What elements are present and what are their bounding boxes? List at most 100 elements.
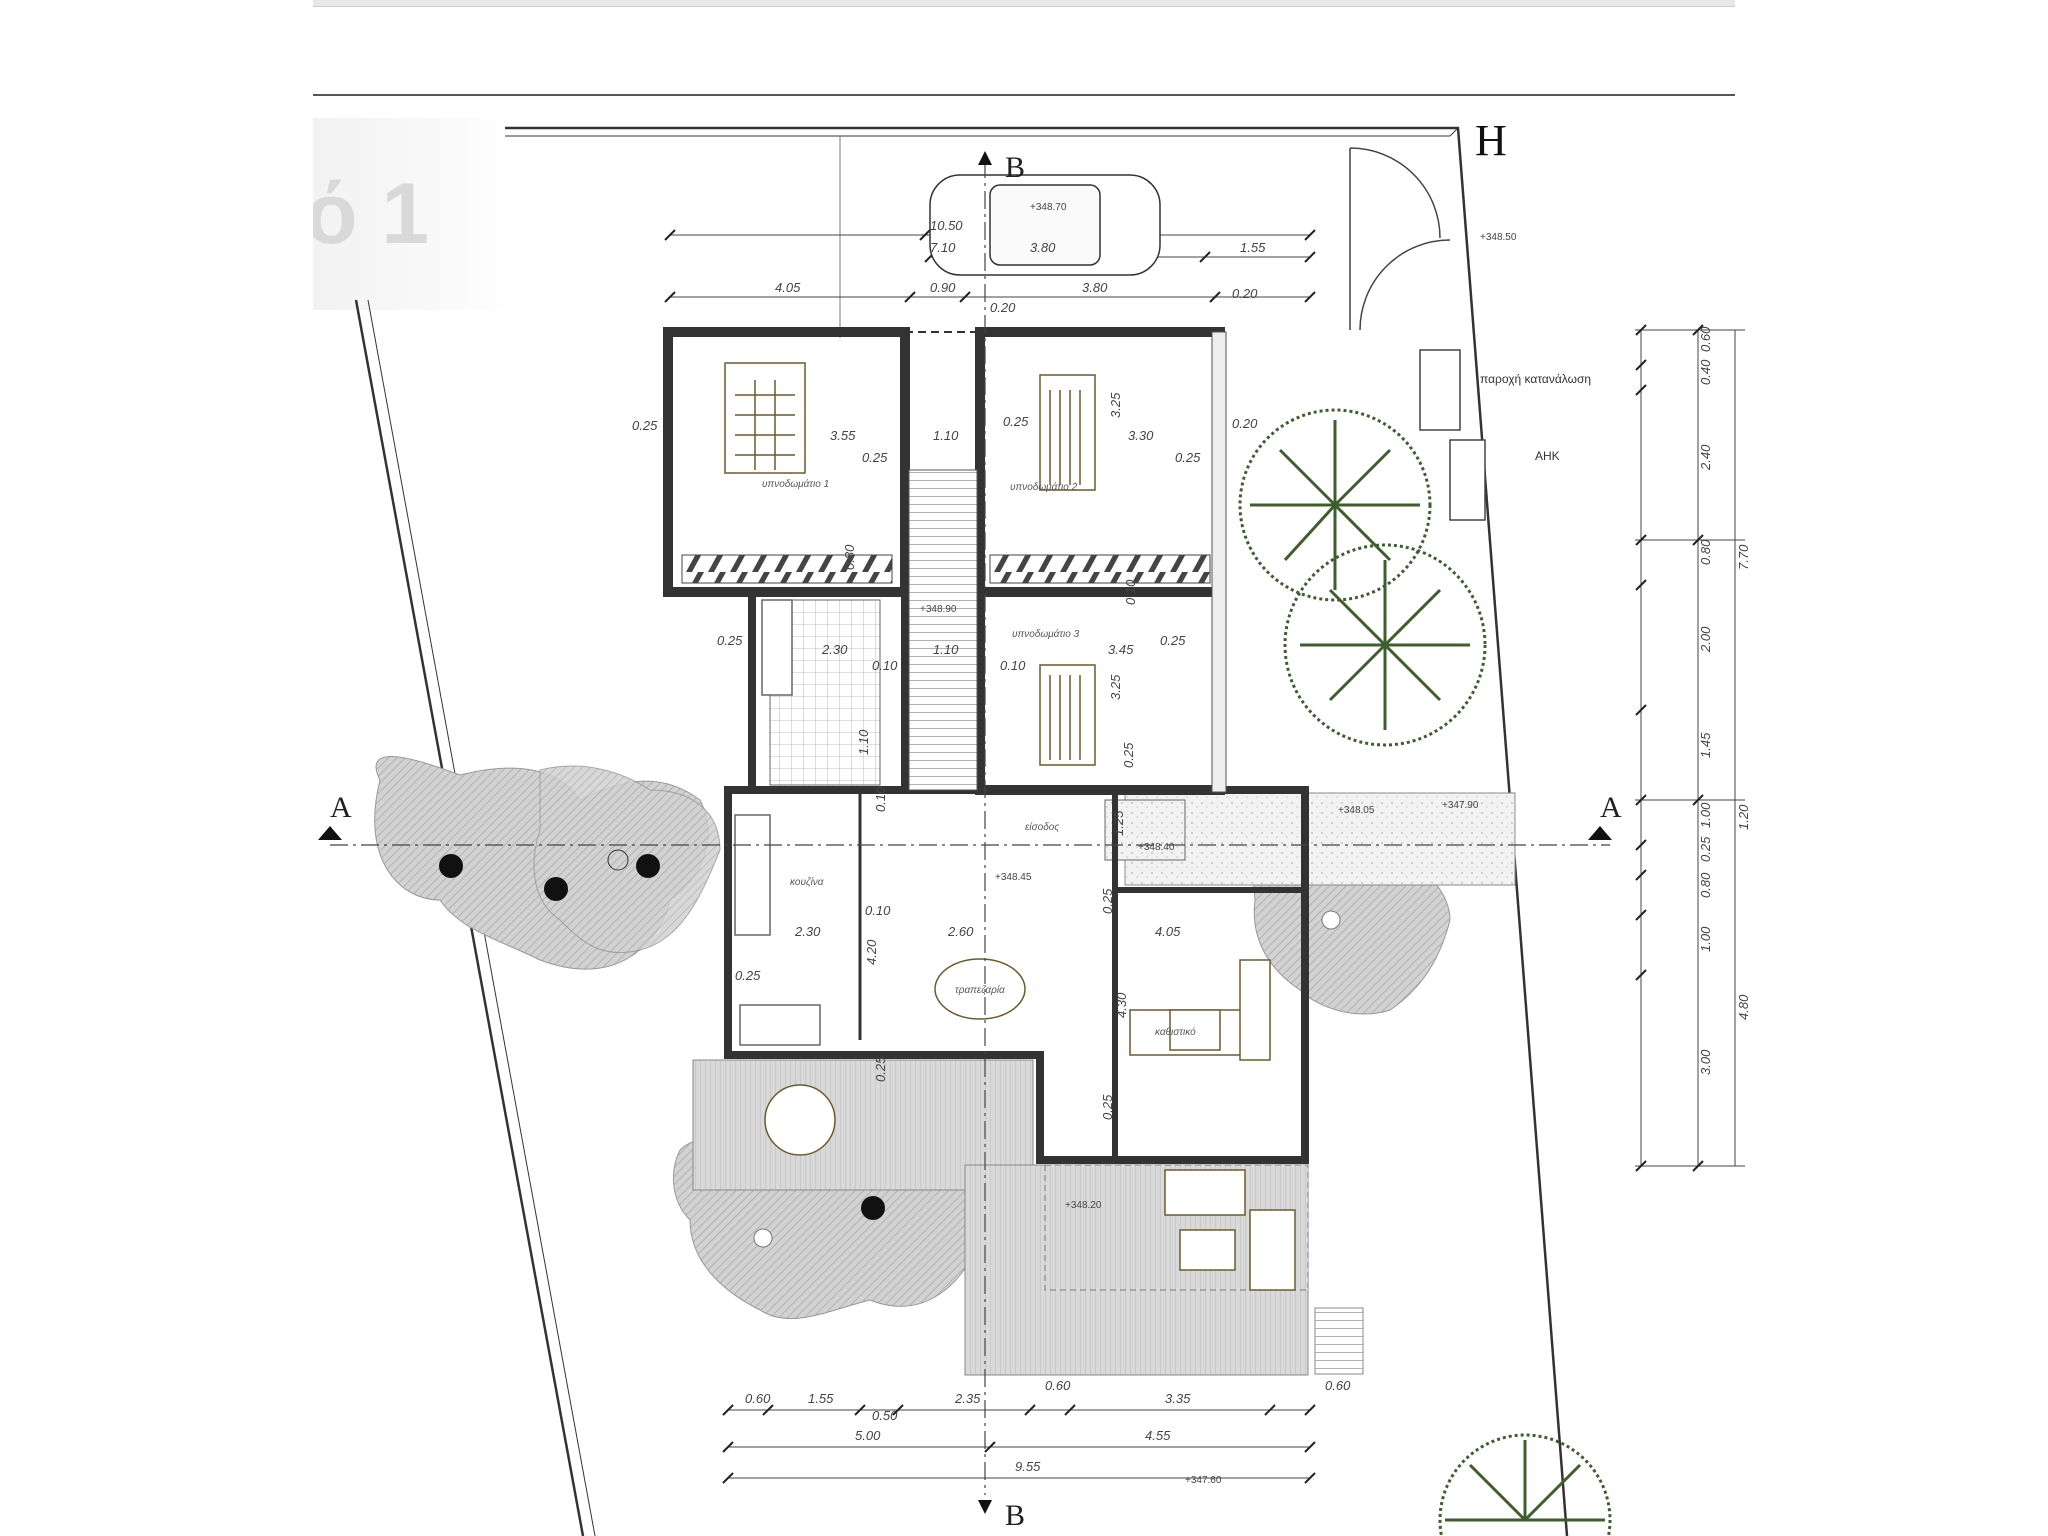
plot-letter: H <box>1475 116 1507 165</box>
dim-living-width: 4.05 <box>1155 924 1181 939</box>
dim-kitchen-int: 0.10 <box>865 903 891 918</box>
level-hall: +348.90 <box>920 604 957 615</box>
level-entry-step: +348.40 <box>1138 842 1175 853</box>
dim-kitchen-height: 4.20 <box>864 939 879 965</box>
dim-wall-g: 0.25 <box>873 1056 888 1082</box>
dim-right-9: 0.80 <box>1698 872 1713 898</box>
dim-dining-width: 2.60 <box>947 924 974 939</box>
dim-wall-b: 0.10 <box>1123 579 1138 605</box>
dim-row2-b: 0.90 <box>930 280 956 295</box>
dim-bottom-3: 0.50 <box>872 1408 898 1423</box>
dim-bottom-2: 1.55 <box>808 1391 834 1406</box>
dim-right-wall: 0.20 <box>1232 416 1258 431</box>
dim-bed2-wall2: 0.25 <box>1175 450 1201 465</box>
dim-bottom-c2: 4.55 <box>1145 1428 1171 1443</box>
dim-bed1-wall: 0.25 <box>632 418 658 433</box>
house-walls <box>663 327 1309 1164</box>
dim-bed1-width: 3.55 <box>830 428 856 443</box>
dim-right-total-1: 7.70 <box>1736 544 1751 570</box>
room-label-bedroom-1: υπνοδωμάτιο 1 <box>762 478 829 490</box>
room-label-living: καθιστικό <box>1155 1026 1196 1038</box>
utility-box-label: παροχή κατανάλωση <box>1480 372 1591 386</box>
dim-entry-height: 1.25 <box>1111 810 1126 836</box>
dim-right-6: 1.45 <box>1698 732 1713 758</box>
level-path-1: +348.05 <box>1338 805 1375 816</box>
section-lines <box>330 160 1610 1495</box>
dim-bath-int: 0.10 <box>872 658 898 673</box>
dim-right-1: 0.60 <box>1698 326 1713 352</box>
dim-wall-d: 0.10 <box>873 786 888 812</box>
car-parking <box>929 174 1161 276</box>
section-markers <box>318 151 1612 1514</box>
dim-corridor-2: 1.10 <box>933 642 959 657</box>
dim-living-height: 4.30 <box>1114 992 1129 1018</box>
dim-right-total-3: 4.80 <box>1736 994 1751 1020</box>
dim-bottom-c1: 5.00 <box>855 1428 881 1443</box>
dim-bed2-width: 3.30 <box>1128 428 1154 443</box>
dim-bed3-wall: 0.25 <box>1160 633 1186 648</box>
dim-bottom-4: 2.35 <box>954 1391 981 1406</box>
dim-kitchen-width: 2.30 <box>794 924 821 939</box>
dim-wall-f: 0.25 <box>735 968 761 983</box>
room-label-bedroom-2: υπνοδωμάτιο 2 <box>1010 481 1078 493</box>
entry-gates <box>1349 147 1486 521</box>
dim-bed3-height: 3.25 <box>1108 674 1123 700</box>
trees-green <box>1238 408 1612 1536</box>
dim-right-5: 2.00 <box>1698 626 1713 653</box>
dim-corridor-1: 1.10 <box>933 428 959 443</box>
dim-bottom-7: 0.60 <box>1325 1378 1351 1393</box>
level-gate: +348.50 <box>1480 232 1517 243</box>
dim-wall-e: 0.25 <box>1100 888 1115 914</box>
sheet-top-rule <box>313 94 1735 96</box>
level-terrace: +348.20 <box>1065 1200 1102 1211</box>
dim-bed2-wall: 0.25 <box>1003 414 1029 429</box>
viewer-top-bar <box>313 0 1735 7</box>
dim-right-3: 2.40 <box>1698 444 1713 471</box>
dim-bath-wall: 0.25 <box>717 633 743 648</box>
page-label-tab[interactable]: ό 1 <box>313 118 513 310</box>
dim-right-11: 3.00 <box>1698 1049 1713 1075</box>
dim-bed3-int: 0.10 <box>1000 658 1026 673</box>
dim-top-total: 10.50 <box>930 218 963 233</box>
dim-right-2: 0.40 <box>1698 359 1713 385</box>
dim-bottom-1: 0.60 <box>745 1391 771 1406</box>
dim-right-total-2: 1.20 <box>1736 804 1751 830</box>
dim-row2-a: 4.05 <box>775 280 801 295</box>
dim-bottom-total: 9.55 <box>1015 1459 1041 1474</box>
dim-wall-a: 0.80 <box>842 544 857 570</box>
dimension-ticks <box>664 229 1704 1484</box>
room-label-entrance: είσοδος <box>1025 821 1059 833</box>
dim-right-7: 1.00 <box>1698 802 1713 828</box>
room-label-dining: τραπεζαρία <box>955 984 1005 996</box>
dim-bed3-width: 3.45 <box>1108 642 1134 657</box>
dim-bottom-6: 3.35 <box>1165 1391 1191 1406</box>
electric-meter-label: ΑΗΚ <box>1535 449 1560 463</box>
level-car: +348.70 <box>1030 202 1067 213</box>
dim-row2-d: 3.80 <box>1082 280 1108 295</box>
level-path-2: +347.90 <box>1442 800 1479 811</box>
dim-bed1-wall2: 0.25 <box>862 450 888 465</box>
section-b-bottom-label: B <box>1005 1499 1025 1532</box>
dim-row2-c: 0.20 <box>990 300 1016 315</box>
section-a-right-label: A <box>1600 791 1622 824</box>
room-label-kitchen: κουζίνα <box>790 876 824 888</box>
dim-bottom-5: 0.60 <box>1045 1378 1071 1393</box>
dim-wall-h: 0.25 <box>1100 1094 1115 1120</box>
dim-right-8: 0.25 <box>1698 836 1713 862</box>
dim-right-10: 1.00 <box>1698 926 1713 952</box>
dim-bed2-height: 3.25 <box>1108 392 1123 418</box>
dim-bath-height: 1.10 <box>856 729 871 755</box>
dim-bath-width: 2.30 <box>821 642 848 657</box>
dim-row2-e: 0.20 <box>1232 286 1258 301</box>
level-living: +348.45 <box>995 872 1032 883</box>
section-b-top-label: B <box>1005 151 1025 184</box>
room-label-bedroom-3: υπνοδωμάτιο 3 <box>1012 628 1080 640</box>
dim-top-gap: 1.55 <box>1240 240 1266 255</box>
section-a-left-label: A <box>330 791 352 824</box>
dimension-lines <box>670 234 1745 1479</box>
furniture <box>724 362 1296 1291</box>
dim-top-car: 3.80 <box>1030 240 1056 255</box>
